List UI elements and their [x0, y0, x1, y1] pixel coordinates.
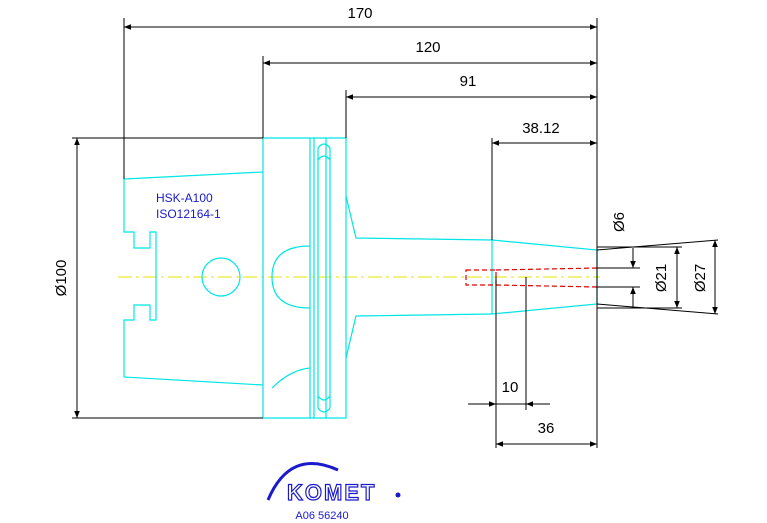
- dim-91: 91: [460, 73, 477, 90]
- dimension-lines: [72, 18, 719, 448]
- standard-note-line1: HSK-A100: [156, 191, 213, 205]
- hidden-bore: [465, 267, 598, 288]
- dim-120: 120: [415, 39, 440, 56]
- dim-170: 170: [347, 5, 372, 22]
- logo-dot: [395, 492, 401, 498]
- dim-38-12: 38.12: [522, 120, 560, 137]
- drive-slot-bottom: [317, 395, 331, 413]
- logo-brand: KOMET: [287, 480, 376, 505]
- komet-logo: KOMET: [266, 461, 401, 506]
- dim-10: 10: [502, 379, 519, 396]
- dim-d100: Ø100: [53, 260, 70, 297]
- drive-slot-top: [317, 143, 331, 161]
- cross-hole: [201, 257, 241, 297]
- flange-relief: [271, 245, 311, 309]
- drawing-id: A06 56240: [295, 510, 348, 522]
- dim-d6: Ø6: [611, 212, 628, 232]
- flange-notch: [271, 367, 311, 389]
- flange-outline: [262, 137, 347, 419]
- standard-note-line2: ISO12164-1: [156, 207, 221, 221]
- dim-d21: Ø21: [653, 264, 670, 292]
- dim-d27: Ø27: [692, 264, 709, 292]
- shank-outline: [345, 195, 493, 359]
- logo-arc: [266, 461, 339, 501]
- dim-36: 36: [538, 420, 555, 437]
- hsk-shank-outline: [123, 171, 264, 386]
